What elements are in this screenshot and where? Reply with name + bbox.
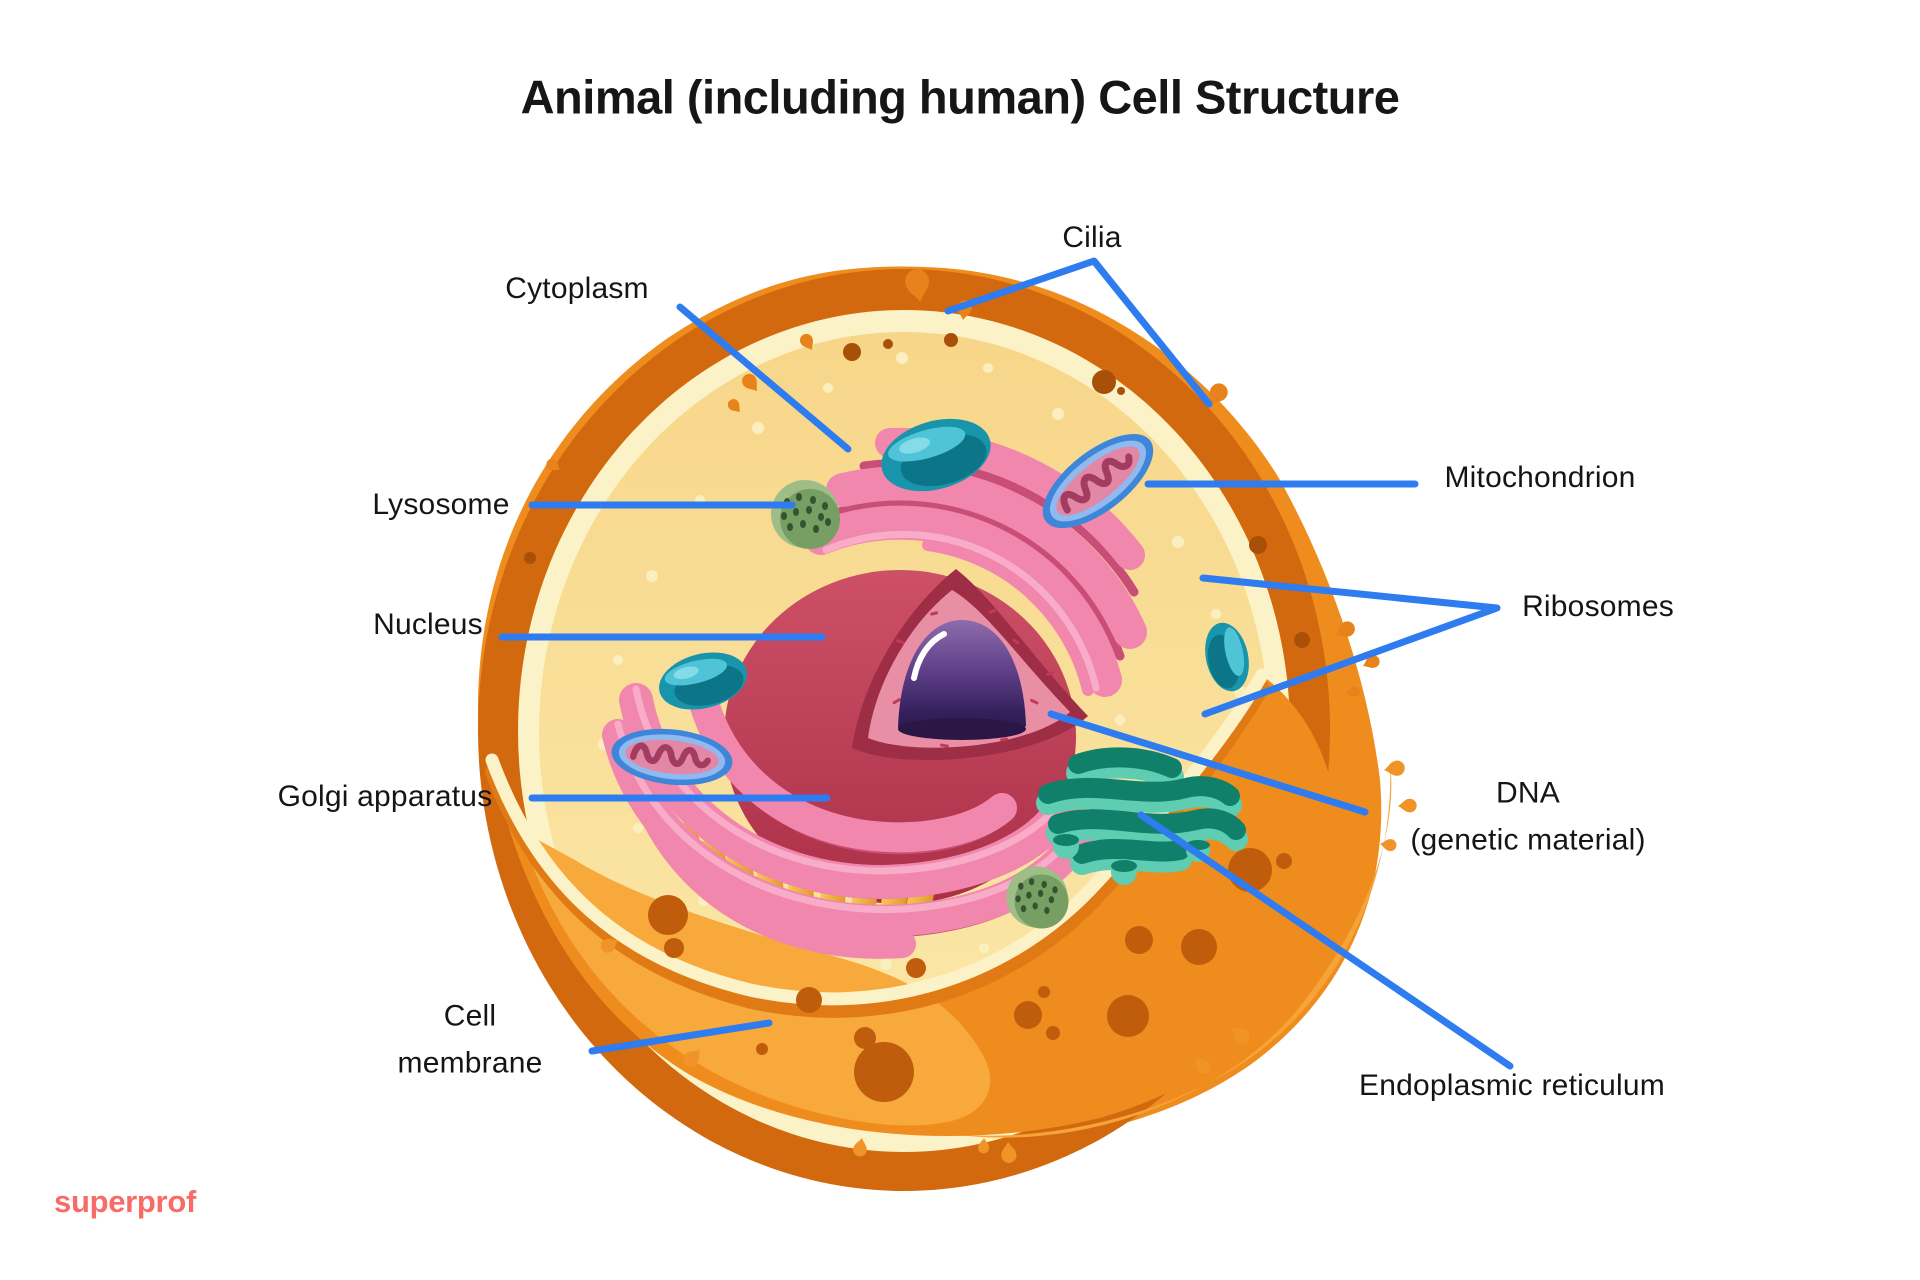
dna-leader-line [1047, 710, 1369, 816]
page-title: Animal (including human) Cell Structure [520, 70, 1400, 124]
endoplasmic-reticulum-leader-line [1137, 811, 1514, 1070]
vesicle-shape-top [881, 418, 991, 492]
cytoplasm-leader-line [676, 303, 852, 453]
cell-membrane-leader-line [588, 1019, 773, 1055]
membrane-spots [524, 333, 1310, 648]
lysosome-shape-top [771, 480, 840, 549]
body-spots [648, 848, 1292, 1102]
vesicle-shape-right [1205, 622, 1249, 692]
cilia-leader-line [944, 257, 1213, 408]
label-cytoplasm: Cytoplasm [505, 272, 649, 305]
label-ribosomes: Ribosomes [1522, 590, 1674, 623]
label-nucleus: Nucleus [373, 608, 483, 641]
label-cell-membrane-line1: Cell [443, 999, 497, 1033]
mitochondrion-shape-top [1042, 433, 1154, 529]
label-mitochondrion: Mitochondrion [1444, 461, 1636, 494]
ribosomes-leader-line [1199, 574, 1501, 718]
lysosome-shape-bottom [1006, 866, 1069, 929]
rough-er-shape [804, 427, 1147, 697]
label-cell-membrane-line2: membrane [397, 1046, 543, 1079]
superprof-logo: superprof [54, 1184, 196, 1219]
label-dna-line1: DNA [1496, 776, 1560, 810]
label-cilia: Cilia [1062, 221, 1122, 254]
vesicle-shape-left [659, 652, 747, 710]
label-golgi-apparatus: Golgi apparatus [277, 780, 493, 813]
nucleolus-shape [898, 620, 1026, 740]
label-cell-membrane: Cell membrane [398, 994, 543, 1087]
nucleus-speckles [892, 608, 1055, 748]
label-endoplasmic-reticulum: Endoplasmic reticulum [1359, 1069, 1665, 1102]
label-dna: DNA (genetic material) [1410, 771, 1645, 864]
label-lysosome: Lysosome [372, 488, 510, 521]
mitochondrion-shape-left [611, 728, 733, 786]
label-dna-line2: (genetic material) [1410, 823, 1646, 856]
